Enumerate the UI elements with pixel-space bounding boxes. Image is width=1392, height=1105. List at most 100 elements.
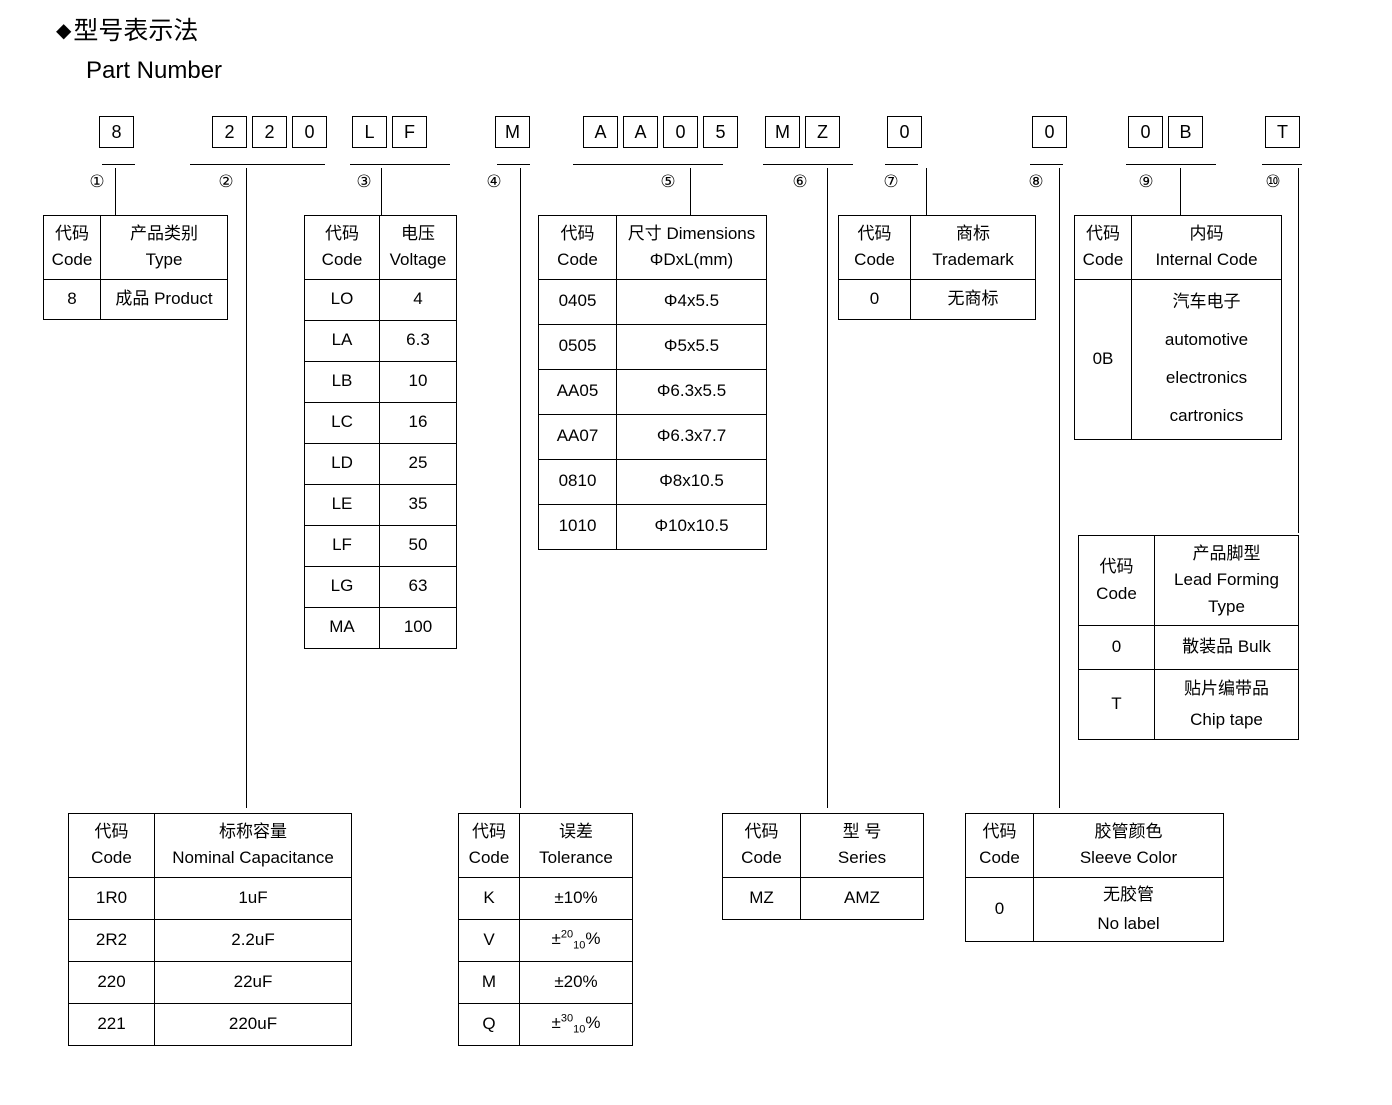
pn-char-box: 0	[1128, 116, 1163, 148]
cell-code: 0810	[538, 458, 617, 505]
cell-code: 0405	[538, 278, 617, 325]
header-voltage: 电压 Voltage	[379, 215, 457, 280]
header-type: 产品类别 Type	[100, 215, 228, 280]
pn-char-box: M	[495, 116, 530, 148]
header-code: 代码 Code	[304, 215, 380, 280]
page-title-cn: ◆型号表示法	[56, 16, 198, 46]
table-header-row: 代码 Code 尺寸 Dimensions ΦDxL(mm)	[538, 215, 767, 280]
header-code: 代码 Code	[458, 813, 520, 878]
marker-number-9: ⑨	[1138, 172, 1154, 191]
marker-underline	[1030, 164, 1063, 165]
pn-char-box: 5	[703, 116, 738, 148]
marker-number-10: ⑩	[1265, 172, 1281, 191]
marker-number-8: ⑧	[1028, 172, 1044, 191]
cell-value: Φ5x5.5	[616, 323, 767, 370]
table-type: 代码 Code 产品类别 Type 8 成品 Product	[43, 215, 228, 320]
pn-char-box: 0	[887, 116, 922, 148]
diamond-bullet-icon: ◆	[56, 20, 72, 42]
table-row: 8 成品 Product	[43, 278, 228, 320]
cell-value: 25	[379, 442, 457, 485]
table-row: T 贴片编带品 Chip tape	[1078, 669, 1299, 740]
tolerance-upper: 30	[560, 1011, 574, 1024]
table-row: 0 无商标	[838, 278, 1036, 320]
table-row: 0B 汽车电子 automotive electronics cartronic…	[1074, 278, 1282, 440]
table-lead-forming-type: 代码 Code 产品脚型 Lead Forming Type 0 散装品 Bul…	[1078, 534, 1299, 740]
header-series: 型 号 Series	[800, 813, 924, 878]
table-internal-code: 代码 Code 内码 Internal Code 0B 汽车电子 automot…	[1074, 215, 1282, 440]
tolerance-percent: %	[585, 1012, 601, 1032]
cell-value: Φ8x10.5	[616, 458, 767, 505]
cell-code: LB	[304, 360, 380, 403]
cell-code: MA	[304, 606, 380, 649]
tolerance-lower: 10	[573, 938, 586, 951]
cell-value: 散装品 Bulk	[1154, 625, 1299, 671]
internal-code-line-4: cartronics	[1169, 406, 1244, 426]
cell-code: 1R0	[68, 876, 155, 920]
table-row: 0 无胶管 No label	[965, 876, 1224, 943]
cell-value: 汽车电子 automotive electronics cartronics	[1131, 278, 1282, 440]
header-internal-code: 内码 Internal Code	[1131, 215, 1282, 280]
marker-underline	[102, 164, 135, 165]
pn-char-box: T	[1265, 116, 1300, 148]
pn-char-box: A	[623, 116, 658, 148]
table-sleeve-color: 代码 Code 胶管颜色 Sleeve Color 0 无胶管 No label	[965, 813, 1224, 943]
pn-char-box: B	[1168, 116, 1203, 148]
connector-line-6	[827, 168, 828, 808]
pn-char-box: F	[392, 116, 427, 148]
table-header-row: 代码 Code 产品脚型 Lead Forming Type	[1078, 534, 1299, 627]
tolerance-percent: %	[585, 928, 601, 948]
marker-underline	[190, 164, 325, 165]
cell-code: K	[458, 876, 520, 920]
header-lead-forming: 产品脚型 Lead Forming Type	[1154, 534, 1299, 627]
cell-value: Φ6.3x7.7	[616, 413, 767, 460]
connector-line-4	[520, 168, 521, 808]
header-code: 代码 Code	[1074, 215, 1132, 280]
pn-char-box: M	[765, 116, 800, 148]
cell-code: V	[458, 918, 520, 962]
marker-number-3: ③	[356, 172, 372, 191]
marker-underline	[1126, 164, 1216, 165]
sleeve-color-line-2: No label	[1097, 913, 1160, 933]
table-header-row: 代码 Code 型 号 Series	[722, 813, 924, 878]
connector-line-1	[115, 168, 116, 215]
connector-line-7	[926, 168, 927, 215]
cell-value: 22uF	[154, 960, 352, 1004]
table-header-row: 代码 Code 产品类别 Type	[43, 215, 228, 280]
marker-number-6: ⑥	[792, 172, 808, 191]
marker-number-5: ⑤	[660, 172, 676, 191]
connector-line-9	[1180, 168, 1181, 215]
cell-value: 63	[379, 565, 457, 608]
cell-value: ±10%	[519, 876, 633, 920]
cell-value: 16	[379, 401, 457, 444]
pn-char-box: Z	[805, 116, 840, 148]
cell-value: Φ10x10.5	[616, 503, 767, 550]
header-dimensions: 尺寸 Dimensions ΦDxL(mm)	[616, 215, 767, 280]
table-row: Q ±3010%	[458, 1002, 633, 1046]
cell-value: 成品 Product	[100, 278, 228, 320]
tolerance-sign: ±	[551, 1012, 561, 1032]
header-code: 代码 Code	[722, 813, 801, 878]
cell-code: 0	[1078, 625, 1155, 671]
cell-code: 0	[965, 876, 1034, 943]
marker-underline	[573, 164, 723, 165]
cell-value: 220uF	[154, 1002, 352, 1046]
tolerance-upper: 20	[560, 927, 574, 940]
cell-value: 无商标	[910, 278, 1036, 320]
cell-code: AA07	[538, 413, 617, 460]
pn-char-box: 2	[212, 116, 247, 148]
header-nominal-capacitance: 标称容量 Nominal Capacitance	[154, 813, 352, 878]
pn-char-box: 8	[99, 116, 134, 148]
header-code: 代码 Code	[43, 215, 101, 280]
cell-value: 100	[379, 606, 457, 649]
header-code: 代码 Code	[838, 215, 911, 280]
